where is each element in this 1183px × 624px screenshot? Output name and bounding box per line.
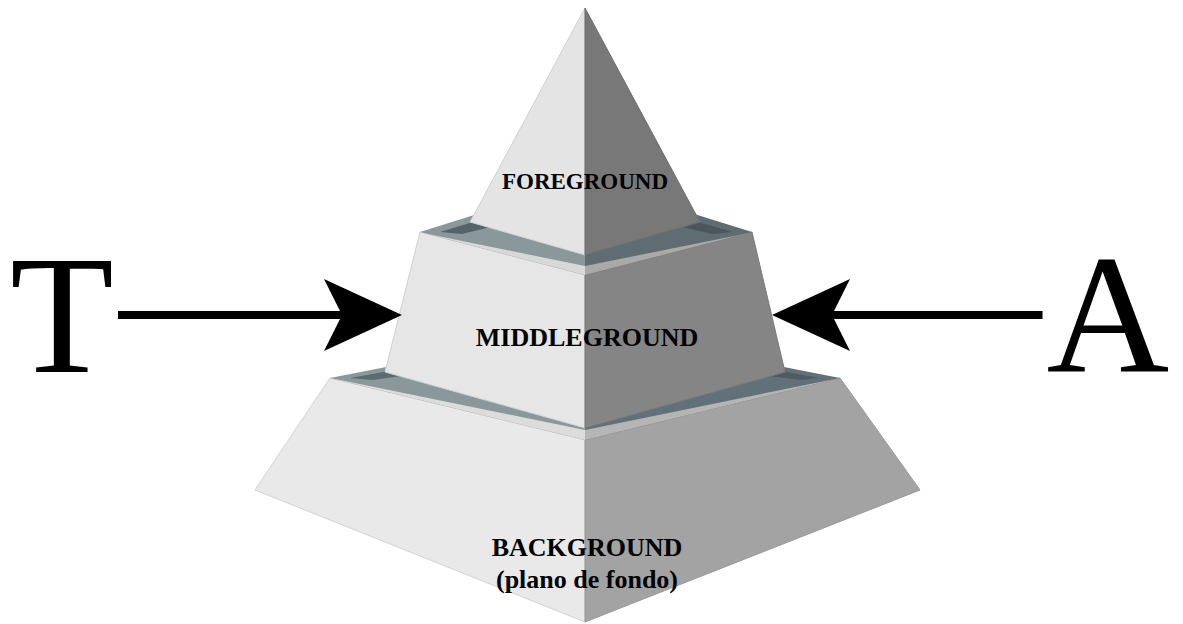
arrow-shaft (830, 311, 1043, 319)
side-letter: T (10, 230, 114, 400)
tier-box: MIDDLEGROUND (402, 260, 772, 416)
letter-box: T (6, 228, 118, 402)
tier-label: (plano de fondo) (496, 564, 678, 596)
pyramid-face-left (470, 8, 585, 255)
top-pyramid (470, 8, 700, 255)
tier-box: FOREGROUND (485, 166, 685, 198)
arrow-connector (772, 279, 1043, 351)
tier-label: BACKGROUND (492, 532, 683, 564)
arrow-head (772, 279, 850, 351)
tier-label: FOREGROUND (502, 168, 668, 196)
arrow-connector (118, 279, 402, 351)
arrow-head (324, 279, 402, 351)
tier-box: BACKGROUND(plano de fondo) (427, 530, 747, 598)
tier-label: MIDDLEGROUND (476, 322, 698, 354)
side-letter: A (1047, 230, 1170, 400)
letter-box: A (1043, 228, 1174, 402)
pyramid-face-right (585, 8, 700, 255)
arrow-shaft (118, 311, 344, 319)
